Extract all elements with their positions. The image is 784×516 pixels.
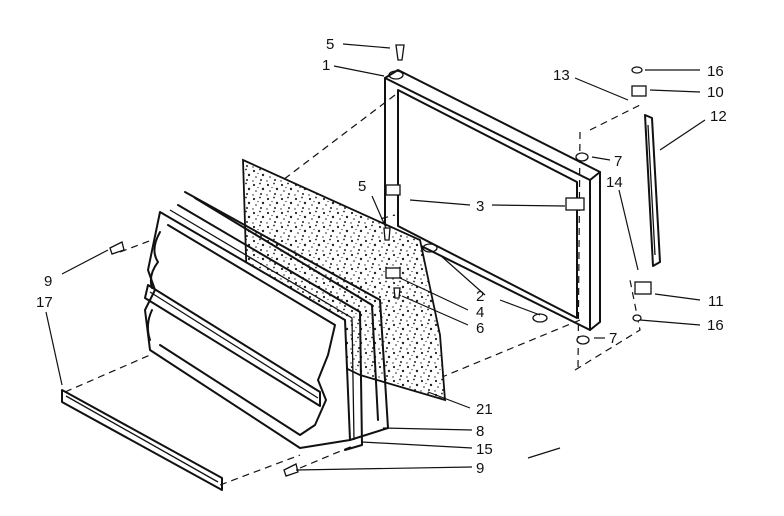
door-liner	[144, 211, 351, 449]
label-part-16-top: 16	[707, 63, 724, 80]
label-part-21: 21	[476, 401, 493, 418]
label-part-12: 12	[710, 108, 727, 125]
label-part-7-bottom: 7	[609, 330, 617, 347]
leader-lines	[45, 43, 706, 471]
label-part-13: 13	[553, 67, 570, 84]
label-part-1: 1	[322, 57, 330, 74]
label-part-15: 15	[476, 441, 493, 458]
label-part-3: 3	[476, 198, 484, 215]
label-part-5-top: 5	[326, 36, 334, 53]
label-part-6: 6	[476, 320, 484, 337]
label-part-11: 11	[708, 293, 724, 310]
hinge-bar-part-12	[644, 114, 661, 267]
label-part-7-top: 7	[614, 153, 622, 170]
door-rail-part-17	[61, 389, 223, 491]
door-frame-part-1	[384, 69, 601, 331]
label-part-10: 10	[707, 84, 724, 101]
label-part-9-left: 9	[44, 273, 52, 290]
label-part-2: 2	[476, 288, 484, 305]
label-part-9-bottom: 9	[476, 460, 484, 477]
label-part-5-mid: 5	[358, 178, 366, 195]
hardware-parts	[109, 44, 652, 477]
part-labels: 5 1 13 16 10 12 7 14 5 3 2 4 6 9 17 11 1…	[36, 36, 727, 477]
label-part-17: 17	[36, 294, 53, 311]
gasket-frames-part-8-15	[169, 191, 389, 451]
label-part-4: 4	[476, 304, 484, 321]
label-part-8: 8	[476, 423, 484, 440]
label-part-16-bottom: 16	[707, 317, 724, 334]
label-part-14: 14	[606, 174, 623, 191]
